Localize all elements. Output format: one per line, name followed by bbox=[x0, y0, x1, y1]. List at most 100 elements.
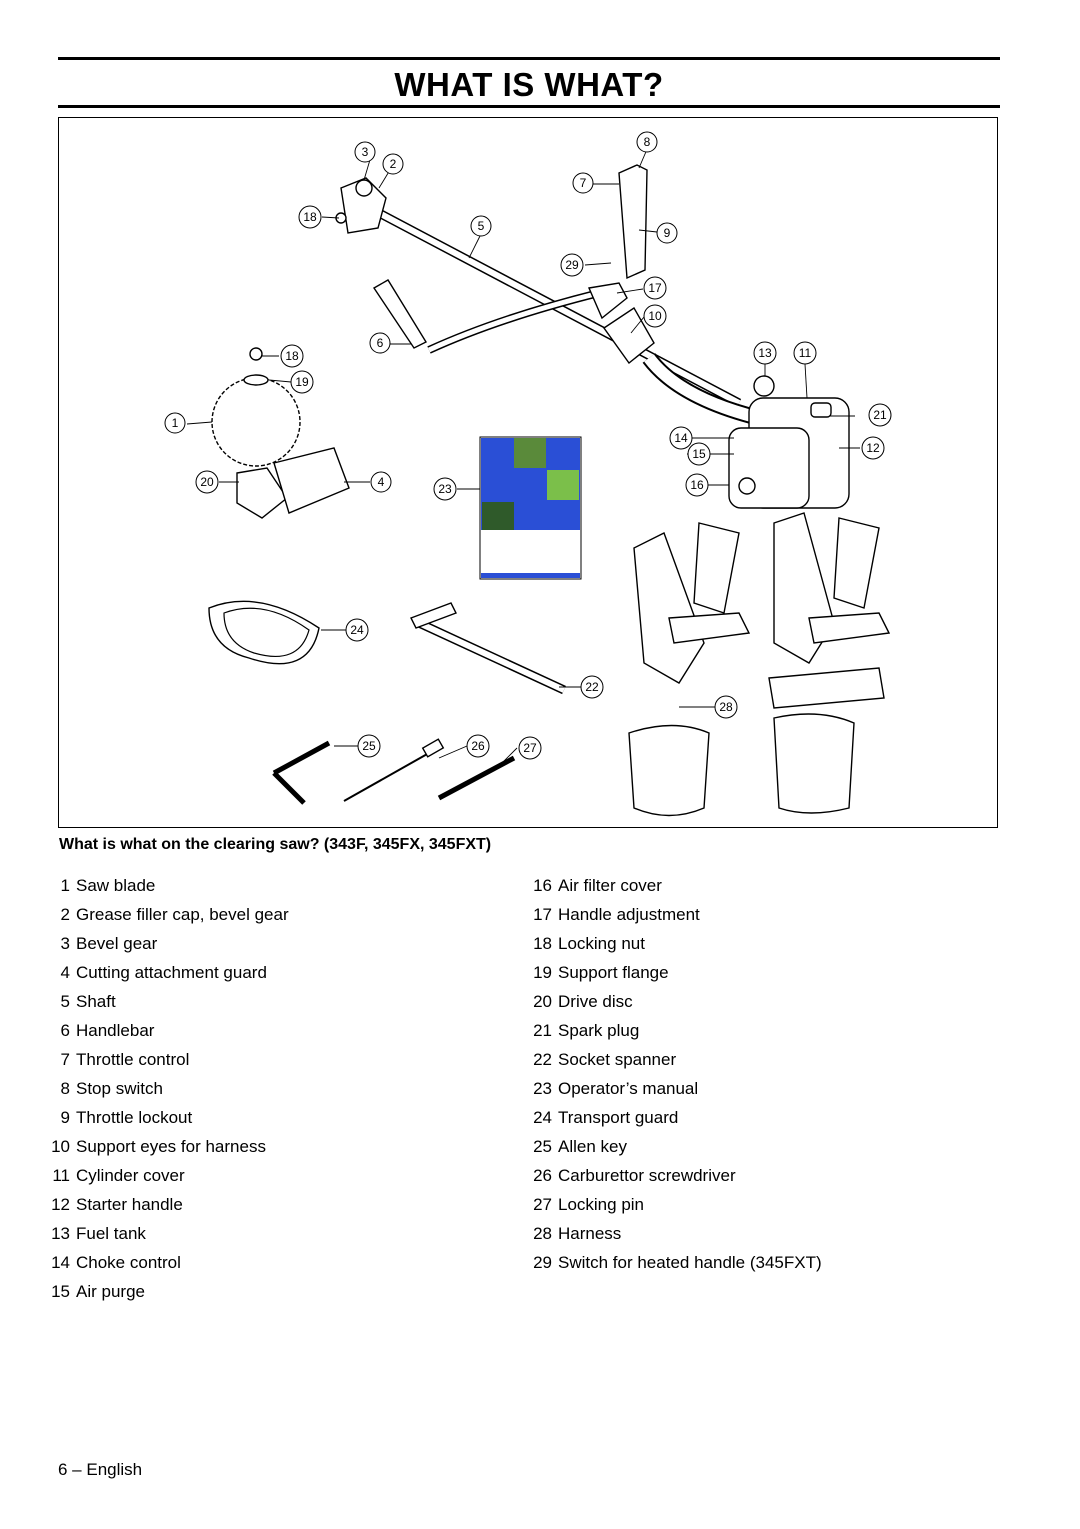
svg-text:25: 25 bbox=[362, 739, 376, 753]
callout-27: 27 bbox=[518, 736, 542, 760]
callout-1: 1 bbox=[164, 412, 186, 434]
callout-2: 2 bbox=[382, 153, 404, 175]
svg-text:17: 17 bbox=[648, 281, 662, 295]
svg-text:23: 23 bbox=[438, 482, 452, 496]
svg-text:13: 13 bbox=[758, 346, 772, 360]
accessories-drawing bbox=[208, 600, 566, 805]
figure-caption: What is what on the clearing saw? (343F,… bbox=[59, 836, 492, 853]
svg-text:21: 21 bbox=[873, 408, 887, 422]
callout-5: 5 bbox=[470, 215, 492, 237]
svg-text:4: 4 bbox=[378, 475, 385, 489]
svg-text:5: 5 bbox=[478, 219, 485, 233]
svg-text:22: 22 bbox=[585, 680, 599, 694]
callout-9: 9 bbox=[656, 222, 678, 244]
svg-text:6: 6 bbox=[377, 336, 384, 350]
svg-text:8: 8 bbox=[644, 135, 651, 149]
top-rule bbox=[58, 57, 1000, 60]
svg-text:12: 12 bbox=[866, 441, 880, 455]
callout-17: 17 bbox=[643, 276, 667, 300]
callout-26: 26 bbox=[466, 734, 490, 758]
callout-19: 19 bbox=[290, 370, 314, 394]
callout-4: 4 bbox=[370, 471, 392, 493]
handlebar-drawing bbox=[373, 164, 655, 365]
callout-3: 3 bbox=[354, 141, 376, 163]
svg-text:14: 14 bbox=[674, 431, 688, 445]
svg-text:15: 15 bbox=[692, 447, 706, 461]
svg-text:18: 18 bbox=[285, 349, 299, 363]
svg-text:10: 10 bbox=[648, 309, 662, 323]
callout-8: 8 bbox=[636, 131, 658, 153]
engine-drawing bbox=[642, 353, 850, 509]
callout-15: 15 bbox=[687, 442, 711, 466]
svg-text:24: 24 bbox=[350, 623, 364, 637]
svg-text:29: 29 bbox=[565, 258, 579, 272]
title-underline bbox=[58, 105, 1000, 108]
shaft-drawing bbox=[335, 177, 742, 407]
callout-13: 13 bbox=[753, 341, 777, 365]
callout-6: 6 bbox=[369, 332, 391, 354]
svg-text:9: 9 bbox=[664, 226, 671, 240]
callout-20: 20 bbox=[195, 470, 219, 494]
svg-text:2: 2 bbox=[390, 157, 397, 171]
svg-text:7: 7 bbox=[580, 176, 587, 190]
svg-text:16: 16 bbox=[690, 478, 704, 492]
svg-text:1: 1 bbox=[172, 416, 179, 430]
svg-text:18: 18 bbox=[303, 210, 317, 224]
callout-11: 11 bbox=[793, 341, 817, 365]
callout-12: 12 bbox=[861, 436, 885, 460]
svg-text:3: 3 bbox=[362, 145, 369, 159]
page-footer: 6 – English bbox=[58, 1460, 143, 1479]
callout-25: 25 bbox=[357, 734, 381, 758]
blade-drawing bbox=[211, 347, 350, 519]
svg-text:11: 11 bbox=[799, 346, 812, 360]
svg-text:26: 26 bbox=[471, 739, 485, 753]
svg-text:20: 20 bbox=[200, 475, 214, 489]
page-title: WHAT IS WHAT? bbox=[394, 66, 664, 103]
callout-7: 7 bbox=[572, 172, 594, 194]
parts-illustration: 3 2 18 5 6 8 7 9 29 17 10 13 11 18 19 1 … bbox=[164, 131, 892, 817]
parts-diagram: 3 2 18 5 6 8 7 9 29 17 10 13 11 18 19 1 … bbox=[58, 117, 998, 828]
callout-18-top: 18 bbox=[298, 205, 322, 229]
svg-text:19: 19 bbox=[295, 375, 309, 389]
callout-16: 16 bbox=[685, 473, 709, 497]
callout-18-bottom: 18 bbox=[280, 344, 304, 368]
callout-23: 23 bbox=[433, 477, 457, 501]
callout-14: 14 bbox=[669, 426, 693, 450]
callout-29: 29 bbox=[560, 253, 584, 277]
callout-24: 24 bbox=[345, 618, 369, 642]
callout-28: 28 bbox=[714, 695, 738, 719]
svg-text:28: 28 bbox=[719, 700, 733, 714]
callout-21: 21 bbox=[868, 403, 892, 427]
